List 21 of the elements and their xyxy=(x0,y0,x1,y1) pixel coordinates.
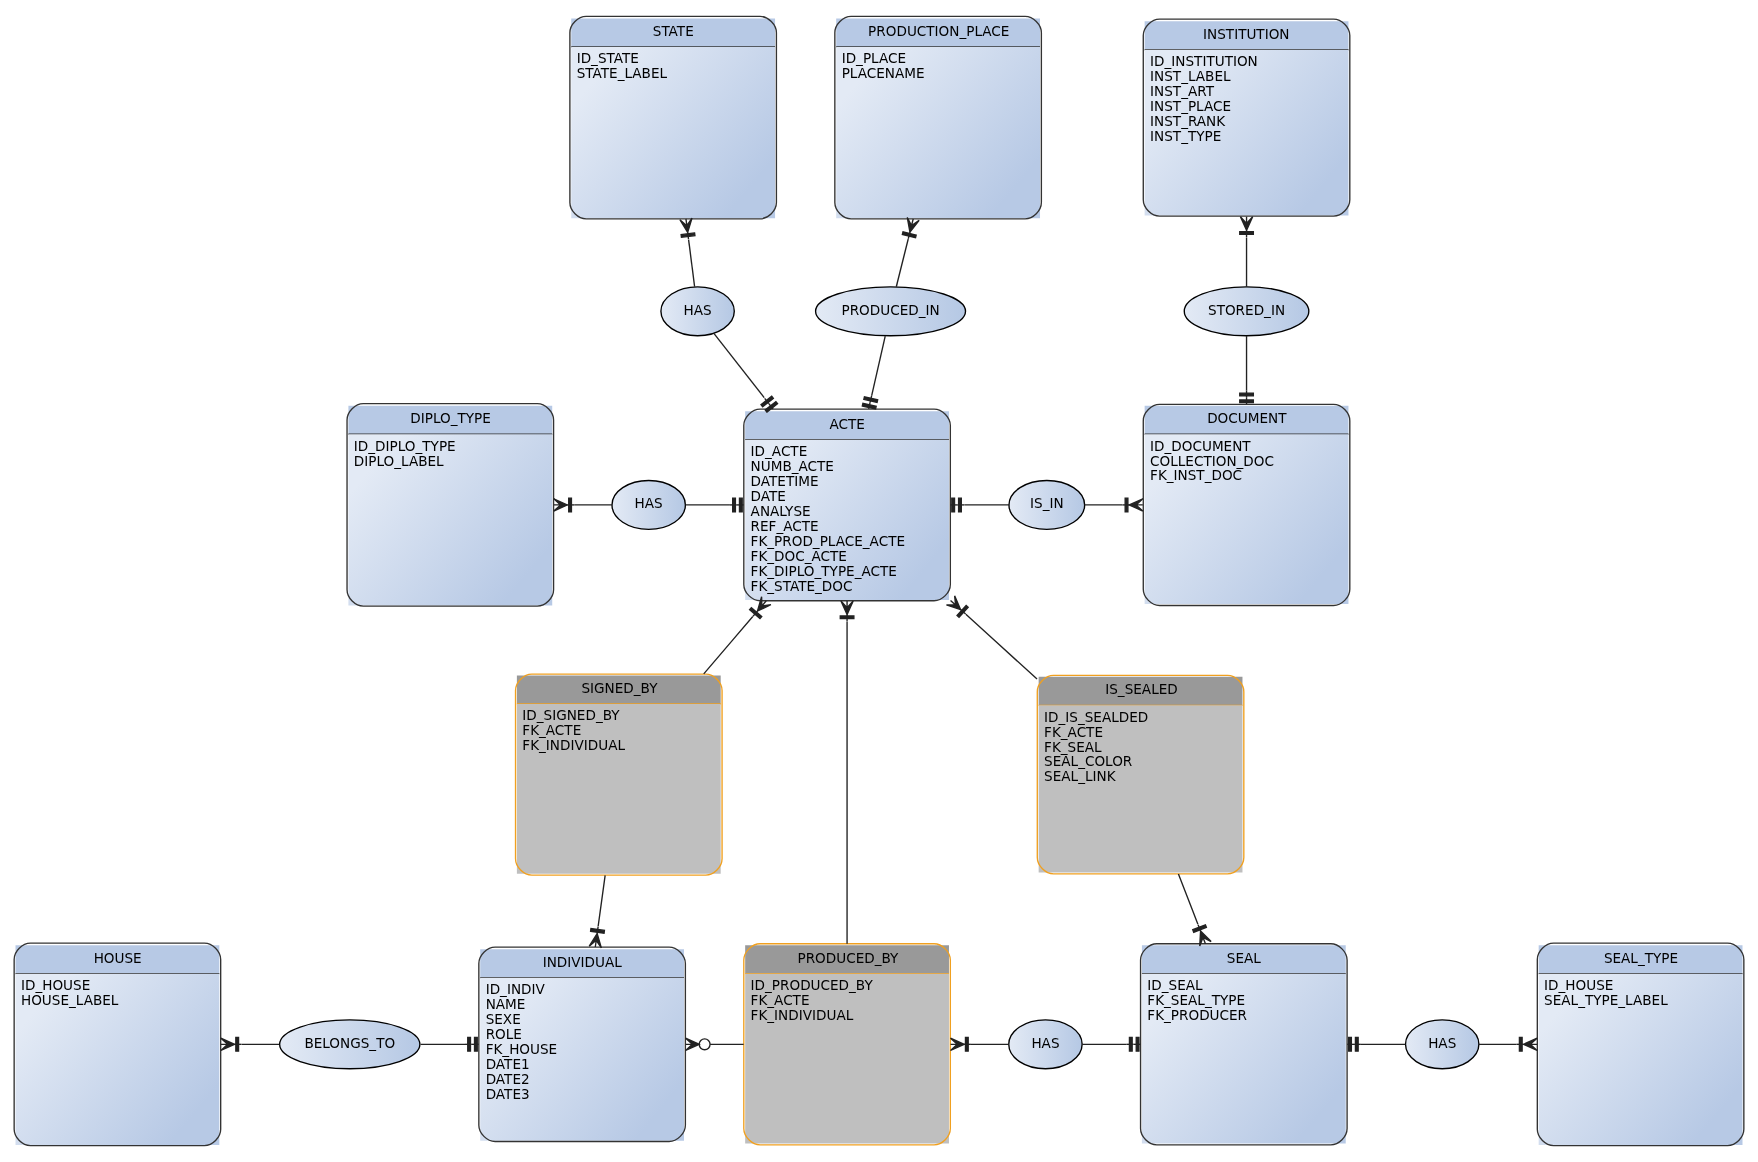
node-ellipse: HAS xyxy=(611,479,687,531)
connector xyxy=(684,1037,745,1052)
connector xyxy=(949,1036,1010,1052)
connector xyxy=(1239,216,1254,288)
connector xyxy=(945,595,1038,680)
connector xyxy=(703,596,772,675)
connector xyxy=(1478,1036,1538,1052)
connector xyxy=(588,874,606,949)
node-ellipse: HAS xyxy=(1404,1019,1480,1070)
node-ellipse: STORED_IN xyxy=(1183,286,1310,337)
connector xyxy=(895,216,920,288)
node-ellipse: PRODUCED_IN xyxy=(814,286,967,337)
connector xyxy=(220,1036,280,1052)
connector xyxy=(713,332,779,414)
connector xyxy=(1177,873,1212,947)
node-ellipse: BELONGS_TO xyxy=(278,1019,421,1070)
connector xyxy=(861,335,886,410)
node-ellipse: HAS xyxy=(1008,1019,1083,1070)
connector xyxy=(1083,497,1144,513)
node-ellipse: HAS xyxy=(660,286,735,337)
node-ellipse: IS_IN xyxy=(1008,479,1086,531)
